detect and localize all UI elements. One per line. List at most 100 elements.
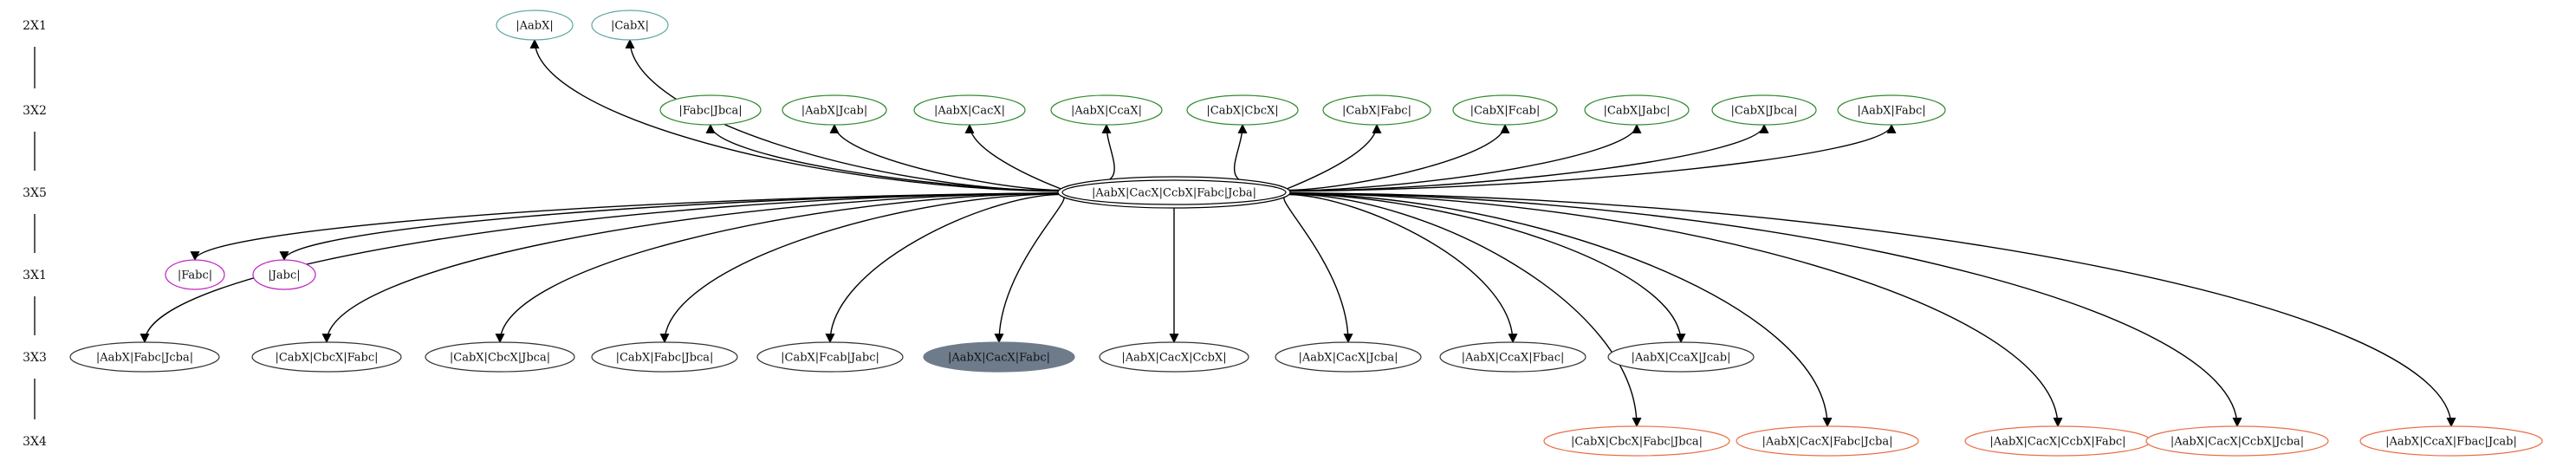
node-label: |CabX|CbcX|Fabc| <box>275 352 378 365</box>
node-label: |Fabc|Jbca| <box>678 105 742 118</box>
node-label: |CabX|Jbca| <box>1731 105 1798 118</box>
graph-node[interactable]: |AabX|Fabc|Jcba| <box>69 341 220 373</box>
graph-node[interactable]: |AabX|CacX|CcbX| <box>1099 341 1249 373</box>
node-shape <box>1452 94 1558 126</box>
rank-label-3x2: 3X2 <box>23 104 47 118</box>
edge-n12-to-n0 <box>529 38 1059 192</box>
node-shape <box>1186 94 1299 126</box>
node-shape <box>782 94 887 126</box>
graph-node[interactable]: |AabX|Jcab| <box>782 94 887 126</box>
node-label: |AabX|Fabc|Jcba| <box>96 352 193 365</box>
node-shape <box>591 10 669 41</box>
node-shape <box>1322 94 1431 126</box>
graph-node[interactable]: |CabX| <box>591 10 669 41</box>
edge-n12-to-n5 <box>1078 123 1115 185</box>
node-label: |CabX|Fabc| <box>1342 105 1411 118</box>
graph-node[interactable]: |AabX|CcaX|Fbac| <box>1439 341 1586 373</box>
node-shape <box>1837 94 1946 126</box>
graph-node[interactable]: |Fabc| <box>165 259 225 290</box>
node-label: |CabX|CbcX| <box>1206 105 1278 118</box>
node-label: |CabX|Jabc| <box>1604 105 1671 118</box>
edge-n12-to-n13 <box>190 192 1059 262</box>
graph-node[interactable]: |CabX|Fcab| <box>1452 94 1558 126</box>
edge-n12-to-n22 <box>1283 195 1353 344</box>
node-shape <box>1607 341 1755 373</box>
edge-n12-to-n28 <box>1289 192 2242 428</box>
edge-n12-to-n4 <box>964 123 1062 190</box>
edge-n12-to-n6 <box>1233 123 1270 185</box>
graph-node[interactable]: |CabX|CbcX| <box>1186 94 1299 126</box>
graph-node[interactable]: |AabX|CcaX|Fbac|Jcab| <box>2359 425 2543 457</box>
node-label: |AabX|CacX|Fabc| <box>948 352 1050 365</box>
graph-node[interactable]: |Fabc|Jbca| <box>659 94 762 126</box>
node-label: |AabX|CcaX|Fbac|Jcab| <box>2385 436 2517 449</box>
graph-node[interactable]: |CabX|CbcX|Fabc| <box>251 341 402 373</box>
node-shape <box>2145 425 2329 457</box>
node-shape <box>2359 425 2543 457</box>
node-shape <box>1584 94 1690 126</box>
node-inner-ring <box>1061 179 1287 205</box>
rank-label-2x1: 2X1 <box>23 19 47 33</box>
node-shape <box>165 259 225 290</box>
node-label: |AabX| <box>516 20 553 33</box>
node-label: |AabX|CcaX|Fbac| <box>1462 352 1565 365</box>
node-shape <box>659 94 762 126</box>
graph-node[interactable]: |CabX|Fabc| <box>1322 94 1431 126</box>
rank-label-3x3: 3X3 <box>23 351 47 365</box>
graph-node[interactable]: |CabX|Jbca| <box>1711 94 1817 126</box>
edge-n12-to-n26 <box>1289 192 1833 428</box>
edge-n12-to-n18 <box>659 193 1059 344</box>
graph-node[interactable]: |CabX|CbcX|Fabc|Jbca| <box>1543 425 1730 457</box>
node-label: |AabX|CacX|CcbX|Fabc| <box>1989 436 2125 449</box>
node-shape <box>1057 176 1291 209</box>
graph-node[interactable]: |AabX|CacX|Fabc| <box>923 341 1075 373</box>
edge-n12-to-n27 <box>1289 192 2063 428</box>
node-shape <box>252 259 316 290</box>
edge-n12-to-n10 <box>1289 123 1769 192</box>
node-shape <box>913 94 1026 126</box>
node-shape <box>1736 425 1919 457</box>
node-shape <box>1275 341 1422 373</box>
graph-node[interactable]: |Jabc| <box>252 259 316 290</box>
edge-n12-to-n20 <box>994 195 1065 344</box>
node-shape <box>69 341 220 373</box>
graph-node[interactable]: |AabX|CcaX|Jcab| <box>1607 341 1755 373</box>
node-label: |CabX|CbcX|Jbca| <box>450 352 550 365</box>
node-label: |Jabc| <box>268 269 300 282</box>
node-label: |AabX|CacX|Fabc|Jcba| <box>1762 436 1893 449</box>
edge-n12-to-n1 <box>625 38 1059 192</box>
graph-node[interactable]: |AabX|CcaX| <box>1050 94 1163 126</box>
graph-node[interactable]: |AabX|CacX| <box>913 94 1026 126</box>
graph-node[interactable]: |AabX|CacX|Jcba| <box>1275 341 1422 373</box>
node-shape <box>1543 425 1730 457</box>
graph-node[interactable]: |CabX|CbcX|Jbca| <box>425 341 575 373</box>
node-shape <box>251 341 402 373</box>
graph-node[interactable]: |AabX|Fabc| <box>1837 94 1946 126</box>
node-label: |AabX|Fabc| <box>1857 105 1925 118</box>
graph-node[interactable]: |CabX|Fabc|Jbca| <box>591 341 738 373</box>
edge-n12-to-n24 <box>1289 193 1686 344</box>
node-layer: |AabX| |CabX| |Fabc|Jbca| |AabX|Jcab| |AabX|… <box>69 10 2543 457</box>
node-label: |AabX|Jcab| <box>801 105 867 118</box>
graph-node[interactable]: |AabX| <box>496 10 574 41</box>
edge-n12-to-n19 <box>825 193 1060 344</box>
edge-n12-to-n14 <box>279 192 1059 262</box>
graph-node[interactable]: |AabX|CacX|CcbX|Fabc|Jcba| <box>1057 176 1291 209</box>
edge-n12-to-n11 <box>1289 123 1897 192</box>
node-shape <box>1439 341 1586 373</box>
edge-n12-to-n16 <box>321 192 1059 344</box>
edge-n12-to-n17 <box>495 192 1059 344</box>
graph-node[interactable]: |CabX|Jabc| <box>1584 94 1690 126</box>
graph-node[interactable]: |AabX|CacX|CcbX|Fabc| <box>1964 425 2151 457</box>
node-shape <box>591 341 738 373</box>
graph-node[interactable]: |AabX|CacX|CcbX|Jcba| <box>2145 425 2329 457</box>
graph-node[interactable]: |AabX|CacX|Fabc|Jcba| <box>1736 425 1919 457</box>
graph-node[interactable]: |CabX|Fcab|Jabc| <box>756 341 904 373</box>
node-label: |CabX| <box>611 20 649 33</box>
node-label: |Fabc| <box>178 269 212 282</box>
node-shape <box>923 341 1075 373</box>
rank-label-3x1: 3X1 <box>23 269 47 282</box>
node-label: |CabX|CbcX|Fabc|Jbca| <box>1571 436 1703 449</box>
edge-layer <box>140 38 2456 428</box>
